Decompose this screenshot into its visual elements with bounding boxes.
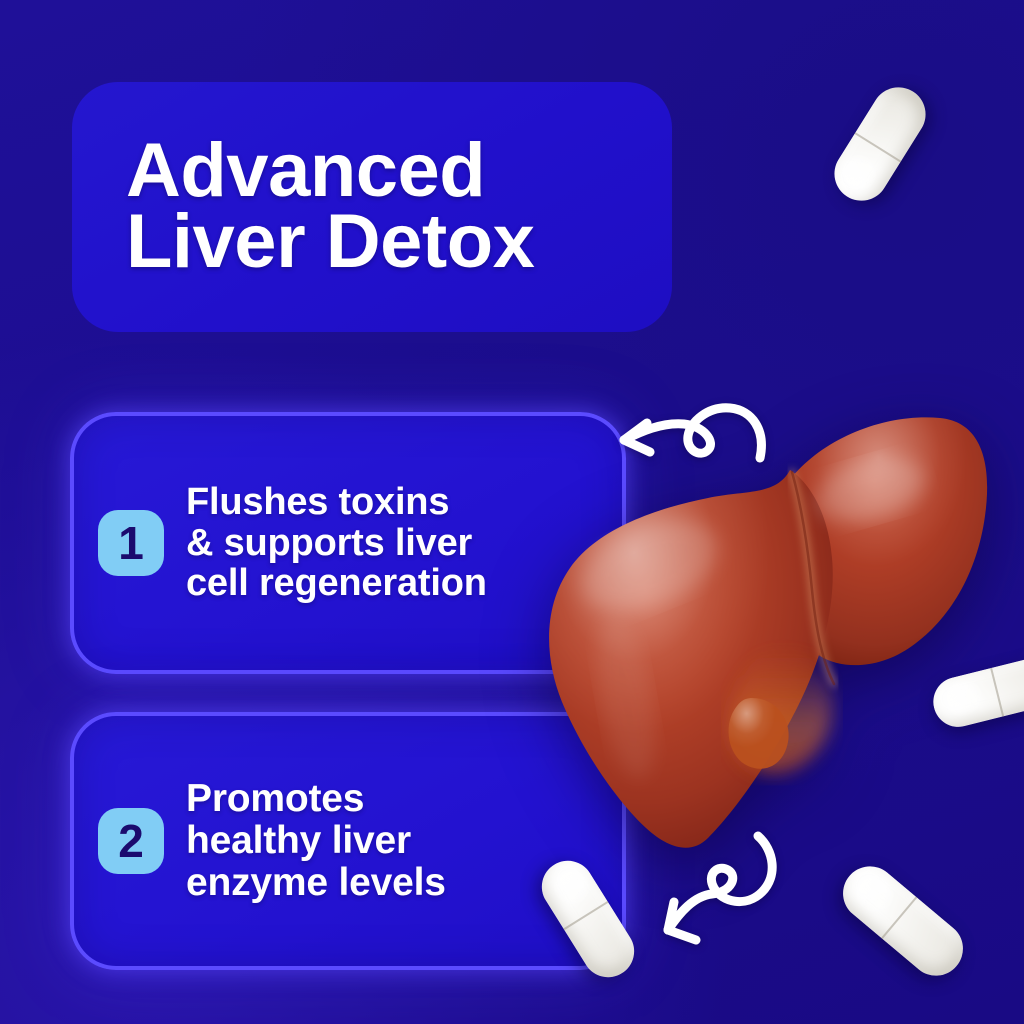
curved-loop-arrow-left-icon	[604, 396, 794, 472]
curved-loop-arrow-down-left-icon	[652, 830, 818, 954]
feature-badge-one: 1	[98, 510, 164, 576]
capsule-pill-icon-bottom-right	[832, 855, 974, 987]
capsule-pill-icon-middle-right	[928, 649, 1024, 733]
feature-badge-two: 2	[98, 808, 164, 874]
title-card: Advanced Liver Detox	[72, 82, 672, 332]
page-title: Advanced Liver Detox	[126, 128, 535, 284]
feature-card-2: 2 Promotes healthy liver enzyme levels	[70, 712, 626, 970]
feature-card-1: 1 Flushes toxins & supports liver cell r…	[70, 412, 626, 674]
capsule-pill-icon-top-right	[824, 77, 936, 211]
feature-text-1: Flushes toxins & supports liver cell reg…	[186, 481, 487, 605]
feature-text-2: Promotes healthy liver enzyme levels	[186, 777, 446, 904]
